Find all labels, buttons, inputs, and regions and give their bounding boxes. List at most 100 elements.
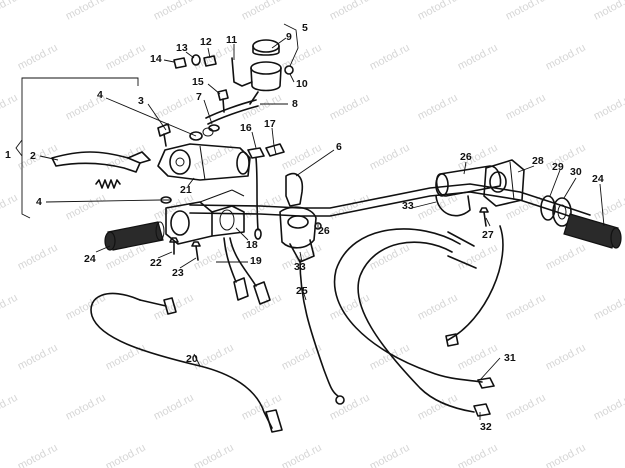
callout-20: 20	[186, 353, 198, 365]
callout-31: 31	[504, 352, 516, 364]
watermark-text: motod.ru	[152, 92, 196, 123]
watermark-text: motod.ru	[16, 342, 60, 373]
brake-light-switch	[247, 147, 265, 240]
handlebar-tube	[189, 183, 591, 216]
callout-29: 29	[552, 161, 564, 173]
screw-27	[479, 207, 489, 227]
throttle-housing-33	[279, 206, 322, 263]
watermark-text: motod.ru	[328, 392, 372, 423]
watermark-text: motod.ru	[328, 0, 372, 23]
callout-6: 6	[336, 141, 342, 153]
callout-23: 23	[172, 267, 184, 279]
washer-7	[208, 124, 220, 132]
brake-reservoir	[249, 39, 294, 105]
watermark-text: motod.ru	[104, 342, 148, 373]
watermark-text: motod.ru	[192, 442, 236, 468]
assembly-bracket	[21, 77, 139, 219]
callout-30: 30	[570, 166, 582, 178]
pivot-bolt-upper	[157, 123, 171, 147]
callout-26: 26	[460, 151, 472, 163]
callout-8: 8	[292, 98, 298, 110]
watermark-text: motod.ru	[0, 392, 20, 423]
callout-10: 10	[296, 78, 308, 90]
screw-22	[169, 237, 179, 255]
callout-19: 19	[250, 255, 262, 267]
callout-32: 32	[480, 421, 492, 433]
watermark-text: motod.ru	[0, 192, 20, 223]
watermark-text: motod.ru	[64, 392, 108, 423]
right-grip	[563, 213, 622, 249]
bolt-14	[173, 57, 187, 69]
callout-25: 25	[296, 285, 308, 297]
watermark-text: motod.ru	[504, 0, 548, 23]
watermark-text: motod.ru	[280, 442, 324, 468]
watermark-text: motod.ru	[504, 292, 548, 323]
left-switch-housing	[165, 189, 245, 245]
callout-14: 14	[150, 53, 162, 65]
callout-28: 28	[532, 155, 544, 167]
watermark-text: motod.ru	[416, 92, 460, 123]
watermark-text: motod.ru	[280, 142, 324, 173]
washer-13	[191, 54, 201, 66]
watermark-text: motod.ru	[0, 92, 20, 123]
watermark-text: motod.ru	[592, 392, 625, 423]
cable-25	[299, 259, 345, 405]
watermark-text: motod.ru	[152, 0, 196, 23]
watermark-text: motod.ru	[456, 342, 500, 373]
callout-18: 18	[246, 239, 258, 251]
callout-16: 16	[240, 122, 252, 134]
callout-13: 13	[176, 42, 188, 54]
watermark-text: motod.ru	[592, 292, 625, 323]
callout-11: 11	[226, 34, 237, 46]
callout-4: 4	[97, 89, 103, 101]
switch-wire-harness	[216, 237, 271, 305]
callout-2: 2	[30, 150, 36, 162]
nut-12	[203, 55, 217, 67]
left-grip	[104, 221, 165, 251]
watermark-text: motod.ru	[104, 42, 148, 73]
watermark-text: motod.ru	[504, 392, 548, 423]
clamp-screw-upper	[189, 127, 214, 141]
callout-33: 33	[402, 200, 414, 212]
watermark-text: motod.ru	[504, 92, 548, 123]
watermark-text: motod.ru	[592, 92, 625, 123]
watermark-text: motod.ru	[592, 192, 625, 223]
throttle-grip-26	[435, 165, 502, 197]
screw-23	[191, 241, 201, 261]
clamp-half-33	[435, 195, 471, 217]
center-clamp-6	[285, 172, 304, 207]
watermark-text: motod.ru	[0, 292, 20, 323]
watermark-text: motod.ru	[240, 0, 284, 23]
reservoir-bracket	[231, 57, 253, 87]
watermark-text: motod.ru	[16, 242, 60, 273]
watermark-text: motod.ru	[280, 342, 324, 373]
throttle-cables	[333, 225, 504, 417]
watermark-text: motod.ru	[152, 392, 196, 423]
watermark-text: motod.ru	[456, 42, 500, 73]
watermark-text: motod.ru	[456, 242, 500, 273]
watermark-text: motod.ru	[368, 442, 412, 468]
watermark-text: motod.ru	[592, 0, 625, 23]
banjo-bolt-15	[217, 89, 229, 113]
callout-24: 24	[592, 173, 604, 185]
watermark-text: motod.ru	[416, 0, 460, 23]
watermark-text: motod.ru	[104, 442, 148, 468]
watermark-text: motod.ru	[152, 292, 196, 323]
callout-26: 26	[318, 225, 330, 237]
watermark-text: motod.ru	[328, 92, 372, 123]
clutch-cable	[90, 292, 283, 433]
watermark-text: motod.ru	[16, 442, 60, 468]
parts-drawing	[15, 39, 622, 433]
callout-7: 7	[196, 91, 202, 103]
watermark-text: motod.ru	[544, 442, 588, 468]
watermark-text: motod.ru	[64, 192, 108, 223]
watermark-text: motod.ru	[544, 242, 588, 273]
watermark-text: motod.ru	[368, 342, 412, 373]
watermark-text: motod.ru	[544, 342, 588, 373]
callout-24: 24	[84, 253, 96, 265]
watermark-text: motod.ru	[240, 92, 284, 123]
lever-spring	[95, 179, 121, 189]
callout-4: 4	[36, 196, 42, 208]
